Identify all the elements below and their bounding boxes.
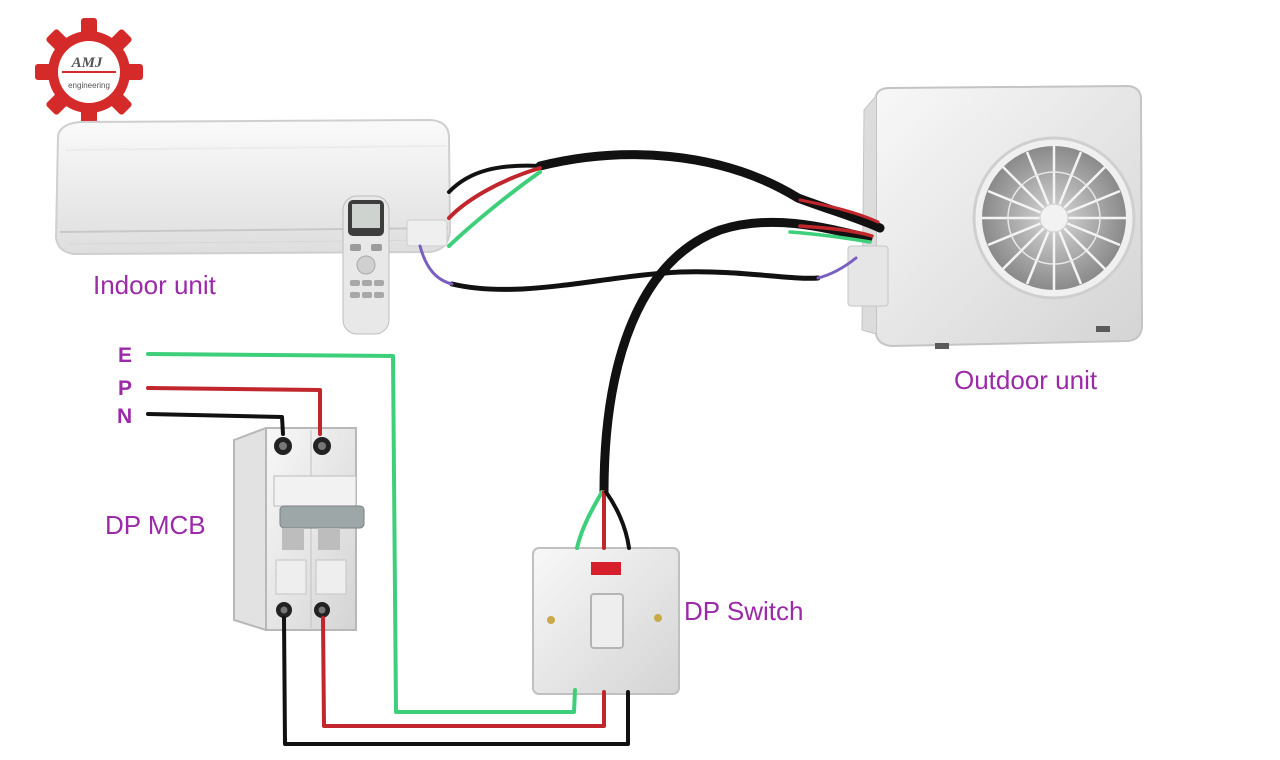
indoor-signal-tail <box>418 244 454 286</box>
signal-cable <box>449 269 821 292</box>
indoor-green-tail <box>447 170 542 248</box>
indoor-unit-label: Indoor unit <box>93 270 216 300</box>
dp-switch-label: DP Switch <box>684 596 804 626</box>
dp-mcb <box>233 427 365 631</box>
gear-icon <box>35 18 143 126</box>
earth-terminal-label: E <box>118 344 133 367</box>
logo-tagline: engineering <box>68 81 110 90</box>
dp-mcb-label: DP MCB <box>105 510 206 540</box>
remote-control <box>342 195 390 335</box>
phase-terminal-label: P <box>118 377 133 400</box>
logo-name: AMJ <box>71 55 103 71</box>
phase-mcb-to-switch-wire <box>321 616 606 728</box>
fan-icon <box>972 136 1136 300</box>
outdoor-earth-tail <box>788 230 872 244</box>
indoor-red-tail <box>447 166 542 220</box>
switch-output-cable <box>599 217 873 497</box>
outdoor-signal-tail <box>816 256 858 280</box>
neutral-terminal-label: N <box>117 405 133 428</box>
outdoor-phase-tail <box>798 224 874 238</box>
interconnect-cable <box>535 150 885 233</box>
outdoor-unit <box>847 84 1144 349</box>
outdoor-unit-label: Outdoor unit <box>954 365 1098 395</box>
indoor-black-tail <box>447 163 542 194</box>
phase-supply-wire <box>146 386 322 436</box>
neutral-mcb-to-switch-wire <box>282 616 630 746</box>
indoor-unit <box>54 118 452 256</box>
dp-switch <box>532 547 680 695</box>
outdoor-interconnect-tails <box>798 198 880 224</box>
switch-neutral-tail <box>604 490 631 550</box>
switch-earth-tail <box>575 490 604 550</box>
earth-supply-wire <box>146 352 577 714</box>
amj-logo: AMJ engineering <box>35 18 143 126</box>
wires <box>146 150 885 746</box>
neutral-supply-wire <box>146 412 285 436</box>
